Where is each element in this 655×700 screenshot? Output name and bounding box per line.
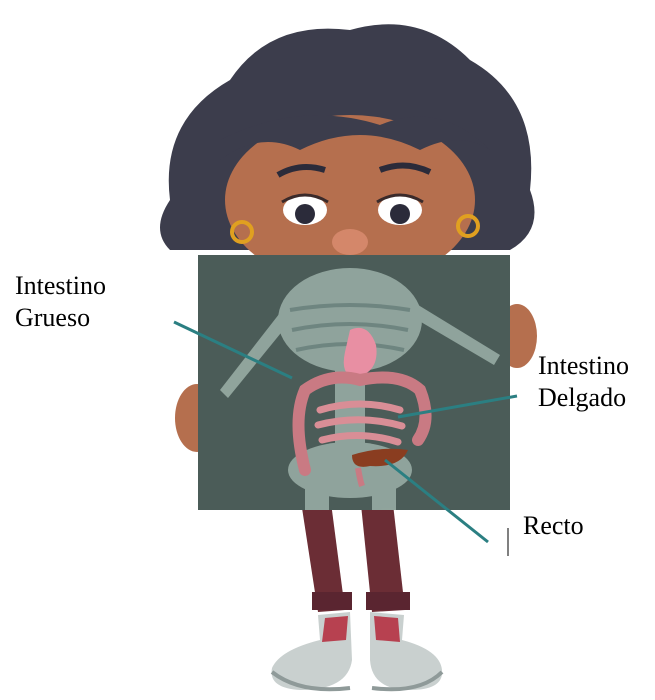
legs bbox=[300, 495, 410, 612]
shoes bbox=[272, 612, 443, 690]
label-recto: Recto bbox=[523, 510, 584, 542]
label-intestino-delgado: Intestino Delgado bbox=[538, 350, 629, 414]
label-intestino-grueso: Intestino Grueso bbox=[15, 270, 106, 334]
